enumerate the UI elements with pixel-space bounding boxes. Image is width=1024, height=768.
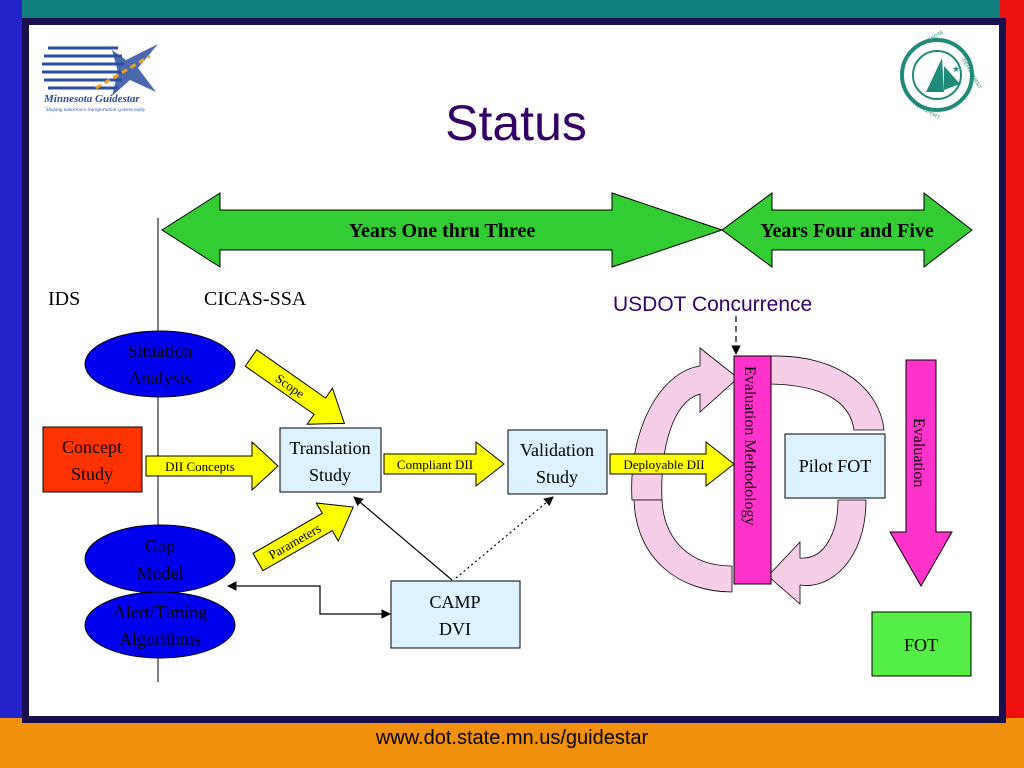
phase2-arrow — [721, 191, 973, 269]
concept-label-2: Study — [71, 464, 113, 484]
top-band — [0, 0, 1024, 18]
camp-to-translation-connector — [353, 496, 453, 581]
eval-method-label: Evaluation Methodology — [741, 366, 758, 526]
usdot-label: USDOT Concurrence — [613, 293, 812, 316]
dii-concepts-arrow — [145, 440, 279, 492]
guidestar-name: Minnesota Guidestar — [43, 93, 140, 105]
loop-arrow-top — [631, 347, 739, 501]
bottom-band — [0, 718, 1024, 768]
situation-analysis-node — [84, 330, 236, 398]
loop-arrow-top-right — [769, 355, 885, 431]
camp-label-1: CAMP — [429, 592, 480, 612]
alert-timing-node — [84, 591, 236, 659]
footer-url: www.dot.state.mn.us/guidestar — [375, 727, 649, 749]
left-band — [0, 0, 22, 768]
gap-label-2: Model — [137, 563, 184, 583]
fot-node — [871, 611, 972, 677]
guidestar-logo: Minnesota Guidestar Shaping tomorrow's t… — [42, 44, 158, 113]
scope-arrow — [244, 349, 346, 425]
validation-study-node — [507, 429, 608, 495]
page-title: Status — [445, 95, 587, 151]
gap-label-1: Gap — [145, 536, 175, 556]
translation-label-2: Study — [309, 465, 351, 485]
pilot-fot-label: Pilot FOT — [799, 456, 872, 476]
pilot-fot-node — [784, 433, 886, 499]
deployable-dii-arrow — [609, 440, 735, 488]
translation-label-1: Translation — [289, 438, 370, 458]
alert-label-1: Alert/Timing — [113, 602, 207, 622]
validation-label-1: Validation — [520, 440, 594, 460]
phase1-label: Years One thru Three — [349, 220, 536, 242]
situation-label-2: Analysis — [129, 368, 192, 388]
star-icon — [112, 44, 158, 96]
compliant-dii-label: Compliant DII — [397, 457, 473, 472]
cicas-label: CICAS-SSA — [204, 288, 307, 310]
loop-arrow-bottom-left — [633, 499, 733, 593]
camp-label-2: DVI — [439, 619, 471, 639]
parameters-arrow — [252, 502, 354, 572]
camp-to-validation-connector — [455, 496, 554, 579]
translation-study-node — [279, 427, 382, 493]
concept-study-node — [42, 426, 143, 493]
alert-label-2: Algorithms — [119, 629, 201, 649]
deployable-dii-label: Deployable DII — [623, 457, 704, 472]
camp-dvi-node — [390, 580, 521, 649]
svg-text:★: ★ — [952, 65, 960, 75]
concept-label-1: Concept — [62, 437, 122, 457]
dii-concepts-label: DII Concepts — [165, 459, 235, 474]
evaluation-arrow — [889, 359, 953, 588]
situation-label-1: Situation — [127, 341, 192, 361]
loop-arrow-bottom — [767, 499, 867, 605]
compliant-dii-arrow — [383, 440, 505, 488]
ids-label: IDS — [48, 288, 80, 310]
guidestar-tagline: Shaping tomorrow's transportation system… — [46, 108, 146, 113]
evaluation-label: Evaluation — [910, 418, 927, 487]
validation-label-2: Study — [536, 467, 578, 487]
mndot-seal: ★ MINNESOTA DEPARTMENT TRANSPORT — [900, 30, 982, 121]
fot-label: FOT — [904, 635, 938, 655]
evaluation-methodology-node — [733, 355, 772, 585]
camp-to-gap-connector — [227, 581, 391, 619]
phase2-label: Years Four and Five — [760, 220, 934, 242]
